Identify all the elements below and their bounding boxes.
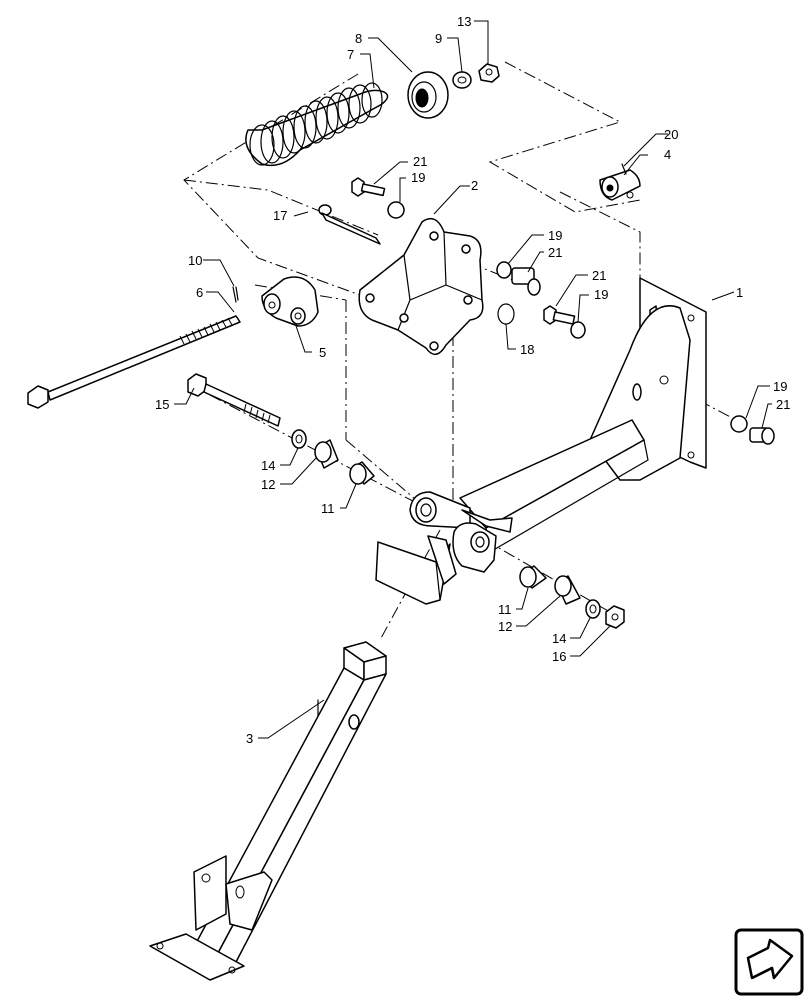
- pin-block-part-4: [599, 169, 641, 201]
- callout-13: 13: [457, 14, 471, 29]
- next-page-arrow-icon[interactable]: [734, 928, 804, 996]
- bolt-part-21-right: [543, 305, 576, 325]
- callout-19-right: 19: [594, 287, 608, 302]
- nut-part-16: [605, 605, 625, 629]
- pivot-block-part-5: [261, 276, 319, 327]
- bushing-part-12-left: [314, 439, 339, 469]
- callout-1: 1: [736, 285, 743, 300]
- bolt-part-21-top: [351, 177, 386, 197]
- callout-16: 16: [552, 649, 566, 664]
- callout-18: 18: [520, 342, 534, 357]
- bushing-part-12-right: [554, 575, 581, 605]
- callout-6: 6: [196, 285, 203, 300]
- callout-15: 15: [155, 397, 169, 412]
- callout-20: 20: [664, 127, 678, 142]
- callout-19-far: 19: [773, 379, 787, 394]
- callout-5: 5: [319, 345, 326, 360]
- callout-9: 9: [435, 31, 442, 46]
- callout-21-right: 21: [592, 268, 606, 283]
- callout-8: 8: [355, 31, 362, 46]
- spring-retainer-part-8: [407, 71, 449, 119]
- callout-7: 7: [347, 47, 354, 62]
- callout-17: 17: [273, 208, 287, 223]
- grease-fitting-part-20: [621, 163, 627, 175]
- callout-10: 10: [188, 253, 202, 268]
- callout-labels: 13 9 8 7 20 4 21 19 2 17 19 21 10 6 21 1…: [155, 14, 790, 746]
- bolt-part-21-mid: [511, 267, 541, 296]
- snap-ring-part-18: [497, 303, 515, 325]
- callout-21-mid: 21: [548, 245, 562, 260]
- bushing-part-11-left: [349, 461, 375, 485]
- bushing-part-11-right: [519, 565, 547, 589]
- callout-21-top: 21: [413, 154, 427, 169]
- callout-4: 4: [664, 147, 671, 162]
- callout-14-left: 14: [261, 458, 275, 473]
- main-frame-part-1: [375, 277, 707, 605]
- washer-part-14-left: [291, 429, 307, 449]
- nut-part-13: [478, 63, 500, 83]
- washer-part-14-right: [585, 599, 601, 619]
- callout-11-right: 11: [498, 602, 512, 617]
- washer-part-19-right: [570, 321, 586, 339]
- bracket-part-2: [358, 217, 484, 355]
- spring-part-7: [245, 82, 389, 167]
- callout-12-right: 12: [498, 619, 512, 634]
- cotter-pin-part-10: [232, 286, 239, 303]
- callout-19-mid: 19: [548, 228, 562, 243]
- callout-14-right: 14: [552, 631, 566, 646]
- callout-11-left: 11: [321, 501, 335, 516]
- bolt-part-21-far: [749, 427, 775, 445]
- callout-21-far: 21: [776, 397, 790, 412]
- support-leg-part-3: [149, 641, 387, 981]
- pin-part-17: [318, 204, 381, 245]
- callout-2: 2: [471, 178, 478, 193]
- callout-19-top: 19: [411, 170, 425, 185]
- washer-part-19-top: [387, 201, 405, 219]
- leader-lines: [174, 20, 772, 739]
- washer-part-19-far: [730, 415, 748, 433]
- long-bolt-part-6: [27, 315, 241, 409]
- washer-part-19-mid: [496, 261, 512, 279]
- callout-12-left: 12: [261, 477, 275, 492]
- callout-3: 3: [246, 731, 253, 746]
- washer-part-9: [452, 71, 472, 89]
- bolt-part-15: [187, 373, 281, 427]
